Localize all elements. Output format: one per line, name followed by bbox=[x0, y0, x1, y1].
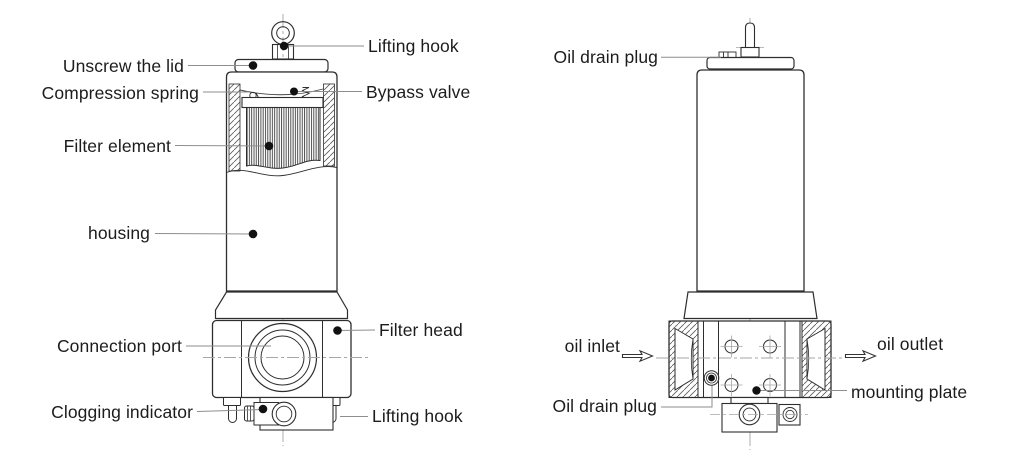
label-oil-drain-plug-bottom: Oil drain plug bbox=[552, 396, 657, 416]
label-compression-spring: Compression spring bbox=[41, 83, 199, 103]
label-filter-head: Filter head bbox=[379, 320, 463, 340]
leader-clogging-indicator bbox=[196, 409, 264, 412]
oil-outlet-arrow bbox=[844, 349, 877, 363]
leader-lines-right-view bbox=[661, 56, 847, 408]
label-oil-drain-plug-top: Oil drain plug bbox=[553, 47, 658, 67]
label-bypass-valve: Bypass valve bbox=[366, 82, 471, 102]
dot-bypass-valve bbox=[290, 87, 298, 96]
dot-housing bbox=[248, 229, 258, 239]
filter-head-right-view bbox=[668, 320, 832, 399]
leader-filter-head bbox=[337, 329, 376, 331]
oil-drain-plug-bottom-part bbox=[703, 370, 720, 386]
dot-filter-head bbox=[333, 326, 342, 335]
label-lifting-hook-bottom: Lifting hook bbox=[372, 406, 463, 426]
oil-inlet-arrow bbox=[621, 349, 654, 363]
dot-mounting-plate bbox=[752, 386, 761, 395]
dot-lifting-hook-top bbox=[279, 41, 289, 51]
label-mounting-plate: mounting plate bbox=[851, 382, 968, 402]
filter-element-body bbox=[246, 107, 321, 169]
spring-seat-curve bbox=[239, 88, 324, 96]
dot-clogging-indicator bbox=[258, 404, 268, 414]
neck-adapter-left-view bbox=[214, 291, 349, 320]
leader-housing bbox=[154, 233, 254, 235]
label-clogging-indicator: Clogging indicator bbox=[51, 402, 193, 422]
mounting-bolts bbox=[720, 335, 781, 396]
leader-oil-drain-plug-bottom bbox=[661, 385, 713, 408]
neck-adapter-right-view bbox=[683, 291, 818, 320]
bottom-attachment bbox=[710, 396, 808, 433]
lifting-hook-pin-left bbox=[223, 397, 241, 423]
break-line bbox=[226, 166, 338, 177]
filter-head-left-view bbox=[211, 319, 352, 399]
dot-unscrew-lid bbox=[248, 61, 258, 70]
label-filter-element: Filter element bbox=[63, 136, 171, 156]
left-view-drawing bbox=[154, 14, 376, 446]
label-housing: housing bbox=[87, 223, 150, 243]
clogging-indicator bbox=[244, 401, 297, 427]
label-unscrew-the-lid: Unscrew the lid bbox=[62, 56, 184, 76]
lid-right-view bbox=[706, 56, 795, 70]
label-connection-port: Connection port bbox=[56, 336, 182, 356]
label-oil-outlet: oil outlet bbox=[877, 334, 944, 354]
leader-filter-element bbox=[174, 145, 270, 147]
dot-filter-element bbox=[264, 141, 274, 151]
leader-lines-left-view bbox=[154, 45, 376, 417]
label-oil-inlet: oil inlet bbox=[564, 336, 620, 356]
housing-wall-hatch-left bbox=[228, 83, 241, 172]
filter-element-top-plate bbox=[241, 96, 324, 109]
housing-right-view bbox=[696, 69, 805, 292]
breather-pin bbox=[736, 22, 764, 58]
callout-dots-left-view bbox=[248, 41, 342, 414]
oil-drain-plug-top-part bbox=[718, 51, 737, 58]
label-lifting-hook-top: Lifting hook bbox=[368, 36, 459, 56]
housing-wall-hatch-right bbox=[323, 83, 335, 167]
right-view-drawing bbox=[621, 18, 877, 450]
